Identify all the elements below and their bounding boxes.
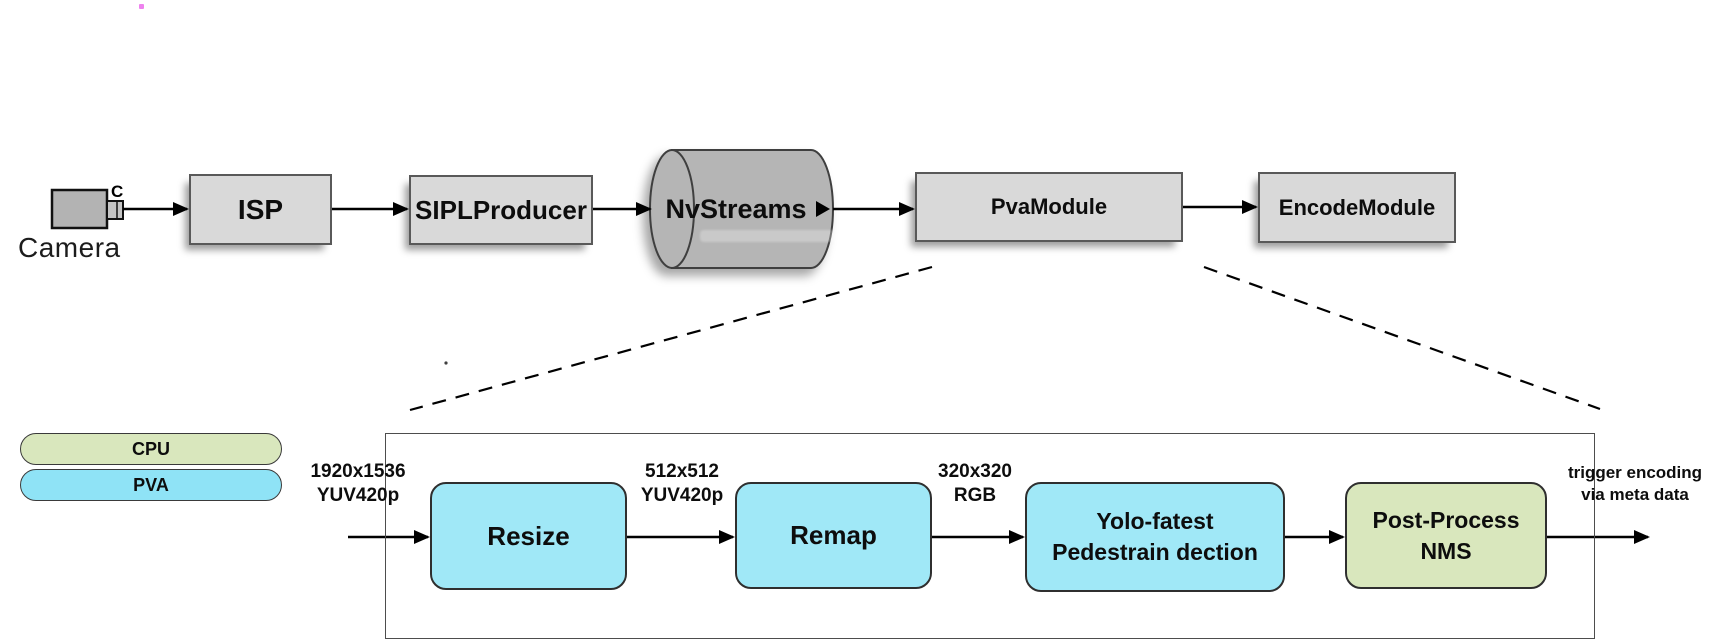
sipl-producer-label: SIPLProducer: [415, 194, 587, 225]
remap-box: Remap: [735, 482, 932, 589]
post-process-label-line1: Post-Process: [1372, 506, 1520, 533]
nvstreams-cylinder: [649, 149, 834, 269]
post-process-box: Post-Process NMS: [1345, 482, 1547, 589]
dashed-expand-right: [1203, 265, 1601, 411]
post-process-label-line2: NMS: [1420, 537, 1472, 564]
yolo-label-line1: Yolo-fatest: [1096, 508, 1214, 534]
cylinder-exit-arrowhead: [816, 201, 830, 217]
pva-module-box: PvaModule: [915, 172, 1183, 242]
resize-out-pixel-format: YUV420p: [640, 485, 724, 506]
resize-out-resolution: 512x512: [645, 461, 719, 482]
remap-output-label: 320x320 RGB: [905, 460, 1045, 508]
resize-box: Resize: [430, 482, 627, 590]
resize-label: Resize: [487, 520, 570, 551]
legend-pva-label: PVA: [133, 474, 169, 495]
output-note: trigger encoding via meta data: [1540, 462, 1730, 506]
isp-box: ISP: [189, 174, 332, 245]
sipl-producer-box: SIPLProducer: [409, 175, 593, 245]
input-format-label: 1920x1536 YUV420p: [288, 460, 428, 508]
input-resolution: 1920x1536: [310, 461, 406, 482]
cylinder-sheen: [700, 230, 845, 242]
encode-module-label: EncodeModule: [1278, 194, 1436, 220]
remap-label: Remap: [790, 520, 877, 550]
resize-output-label: 512x512 YUV420p: [612, 460, 752, 508]
encode-module-box: EncodeModule: [1258, 172, 1456, 243]
legend-pva-pill: PVA: [20, 469, 282, 501]
input-pixel-format: YUV420p: [316, 485, 400, 506]
pink-pixel-artifact: [139, 4, 144, 9]
legend-cpu-label: CPU: [131, 438, 170, 459]
camera-port-label: C: [111, 182, 124, 201]
yolo-label-line2: Pedestrain dection: [1052, 539, 1258, 565]
output-note-line2: via meta data: [1581, 485, 1689, 504]
yolo-box: Yolo-fatest Pedestrain dection: [1025, 482, 1285, 592]
detail-panel: [385, 433, 1595, 639]
output-note-line1: trigger encoding: [1567, 463, 1703, 482]
legend-cpu-pill: CPU: [20, 433, 282, 465]
speck-artifact: [444, 361, 448, 365]
dashed-expand-left: [409, 265, 933, 412]
remap-out-resolution: 320x320: [938, 461, 1012, 482]
pva-module-label: PvaModule: [990, 194, 1108, 219]
nvstreams-label: NvStreams: [656, 150, 816, 268]
camera-icon: [50, 188, 124, 230]
nvstreams-text: NvStreams: [665, 193, 807, 224]
remap-out-pixel-format: RGB: [953, 485, 997, 506]
camera-label: Camera: [18, 232, 121, 263]
isp-label: ISP: [237, 193, 284, 225]
